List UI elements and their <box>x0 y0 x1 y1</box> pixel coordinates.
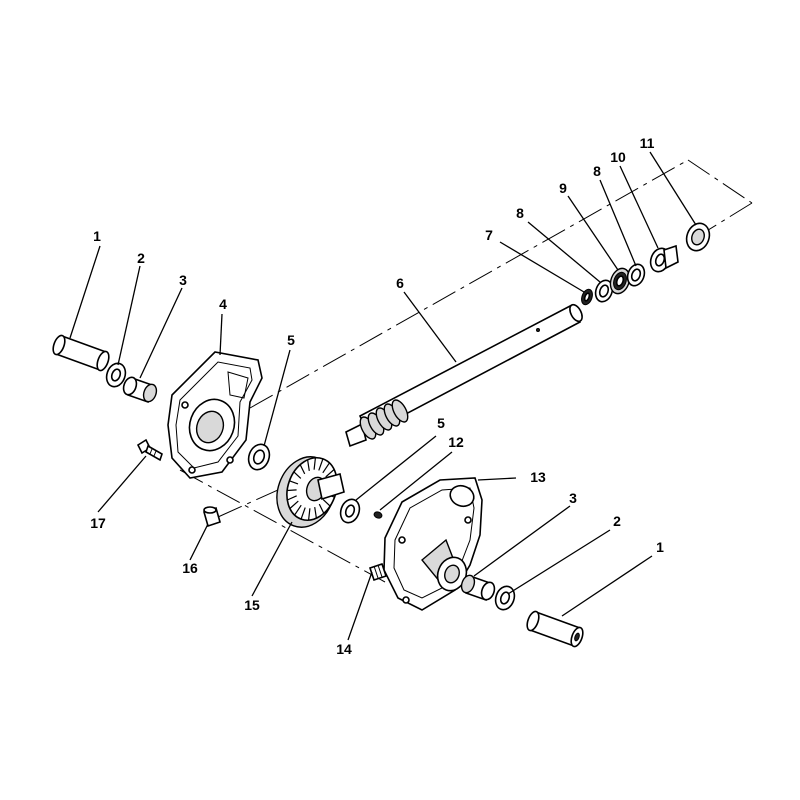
part-2-washer-left <box>105 362 127 388</box>
part-17-bolt <box>136 438 163 462</box>
part-3-bushing-right <box>460 574 496 602</box>
gear-tooth <box>318 503 325 514</box>
part-10-spacer <box>649 244 679 273</box>
part-4-housing-left <box>167 351 263 479</box>
callout-3-upper: 3 <box>179 272 187 288</box>
part-1-pin-right <box>526 610 584 648</box>
callout-15: 15 <box>244 597 260 613</box>
part-7-ring <box>581 288 593 306</box>
part-8-washer-a <box>594 279 614 303</box>
callout-10: 10 <box>610 149 626 165</box>
part-13-housing-right <box>383 477 483 611</box>
gear-tooth <box>287 489 297 492</box>
part-14-set-screw <box>368 562 388 582</box>
gear-tooth <box>307 459 310 471</box>
gear-tooth <box>322 499 331 507</box>
gear-tooth <box>314 507 317 519</box>
callout-16: 16 <box>182 560 198 576</box>
gear-tooth <box>313 457 316 470</box>
gear-tooth <box>308 508 311 521</box>
gear-tooth <box>289 480 299 485</box>
callout-12: 12 <box>448 434 464 450</box>
gear-tooth <box>287 495 297 501</box>
gear-tooth <box>294 504 302 516</box>
part-1-pin-left <box>52 334 110 372</box>
part-15-worm-gear <box>276 456 345 528</box>
part-8-washer-b <box>626 263 646 287</box>
part-2-washer-right <box>494 585 516 611</box>
callout-13: 13 <box>530 469 546 485</box>
part-6-worm-shaft <box>345 303 583 448</box>
callout-8-second: 8 <box>593 163 601 179</box>
gear-tooth <box>299 464 306 475</box>
gear-tooth <box>325 469 335 478</box>
callout-2-lower: 2 <box>613 513 621 529</box>
callout-9: 9 <box>559 180 567 196</box>
callout-17: 17 <box>90 515 106 531</box>
gear-tooth <box>300 507 306 520</box>
part-9-bearing <box>609 267 631 295</box>
callout-6: 6 <box>396 275 404 291</box>
callout-2-upper: 2 <box>137 250 145 266</box>
callout-1-upper: 1 <box>93 228 101 244</box>
callout-14: 14 <box>336 641 352 657</box>
part-12-key <box>373 511 383 519</box>
part-5-washer-upper <box>247 443 271 471</box>
callout-4: 4 <box>219 296 227 312</box>
gear-teeth <box>287 457 337 521</box>
gear-tooth <box>289 500 299 509</box>
callout-5-upper: 5 <box>287 332 295 348</box>
callout-8-first: 8 <box>516 205 524 221</box>
callout-5-lower: 5 <box>437 415 445 431</box>
gear-tooth <box>293 471 302 479</box>
gear-tooth <box>322 462 330 474</box>
part-5-washer-lower <box>339 498 361 524</box>
callout-1-lower: 1 <box>656 539 664 555</box>
callout-7: 7 <box>485 227 493 243</box>
part-3-bushing-left <box>122 376 158 404</box>
part-11-flange-bearing <box>685 222 711 252</box>
callout-11: 11 <box>640 135 655 151</box>
gear-tooth <box>318 458 324 471</box>
callout-labels: 1 2 3 4 5 6 7 8 9 8 10 11 5 12 13 3 2 1 … <box>90 135 664 657</box>
leader-lines <box>69 151 697 641</box>
worm-thread <box>359 399 409 440</box>
callout-3-lower: 3 <box>569 490 577 506</box>
part-16-dowel <box>203 506 221 528</box>
